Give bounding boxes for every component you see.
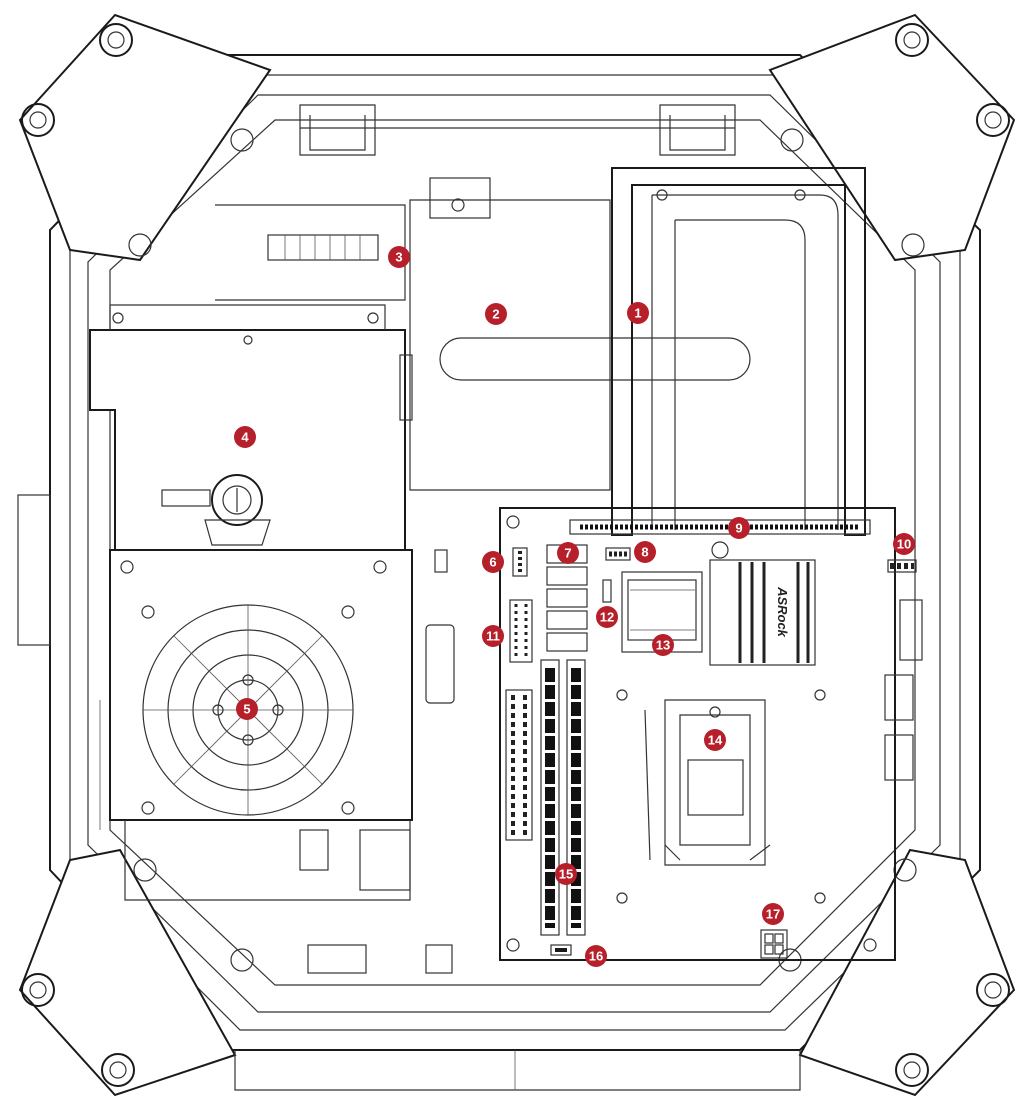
svg-text:3: 3 xyxy=(395,250,402,265)
callout-15: 15 xyxy=(555,863,577,885)
callout-10: 10 xyxy=(893,533,915,555)
motherboard xyxy=(499,507,923,961)
callout-13: 13 xyxy=(652,634,674,656)
callout-1: 1 xyxy=(627,302,649,324)
cable-clip xyxy=(425,624,455,704)
gpu-bay xyxy=(409,177,751,491)
drive-cage xyxy=(89,304,413,551)
svg-text:4: 4 xyxy=(241,430,249,445)
callout-5: 5 xyxy=(236,698,258,720)
side-tab xyxy=(17,494,51,646)
callout-3: 3 xyxy=(388,246,410,268)
callout-17: 17 xyxy=(762,903,784,925)
svg-text:14: 14 xyxy=(708,733,723,748)
callout-12: 12 xyxy=(596,606,618,628)
power-supply xyxy=(109,549,413,901)
svg-text:12: 12 xyxy=(600,610,614,625)
callout-7: 7 xyxy=(557,542,579,564)
corner-bracket-top-left xyxy=(18,13,272,262)
corner-bracket-bottom-left xyxy=(18,848,254,1097)
svg-text:17: 17 xyxy=(766,907,780,922)
callout-4: 4 xyxy=(234,426,256,448)
svg-text:13: 13 xyxy=(656,638,670,653)
svg-text:6: 6 xyxy=(489,555,496,570)
clip xyxy=(434,549,448,573)
svg-text:1: 1 xyxy=(634,306,641,321)
svg-text:16: 16 xyxy=(589,949,603,964)
top-latches xyxy=(299,104,736,156)
svg-text:8: 8 xyxy=(641,545,648,560)
svg-text:11: 11 xyxy=(486,629,500,644)
callout-9: 9 xyxy=(728,517,750,539)
svg-text:7: 7 xyxy=(564,546,571,561)
chassis-foot xyxy=(234,1050,801,1091)
callout-11: 11 xyxy=(482,625,504,647)
callout-16: 16 xyxy=(585,945,607,967)
corner-bracket-top-right xyxy=(768,13,1016,262)
bottom-clip-right xyxy=(425,944,453,974)
corner-bracket-bottom-right xyxy=(778,848,1016,1097)
svg-text:2: 2 xyxy=(492,307,499,322)
bottom-clip-left xyxy=(307,944,367,974)
slot-bracket xyxy=(215,204,406,301)
callout-6: 6 xyxy=(482,551,504,573)
callout-8: 8 xyxy=(634,541,656,563)
callout-14: 14 xyxy=(704,729,726,751)
gpu-holder-frame xyxy=(611,167,866,536)
heatsink-brand: ASRock xyxy=(775,586,790,638)
callout-2: 2 xyxy=(485,303,507,325)
svg-text:5: 5 xyxy=(243,702,250,717)
svg-text:9: 9 xyxy=(735,521,742,536)
svg-text:15: 15 xyxy=(559,867,573,882)
svg-text:10: 10 xyxy=(897,537,911,552)
